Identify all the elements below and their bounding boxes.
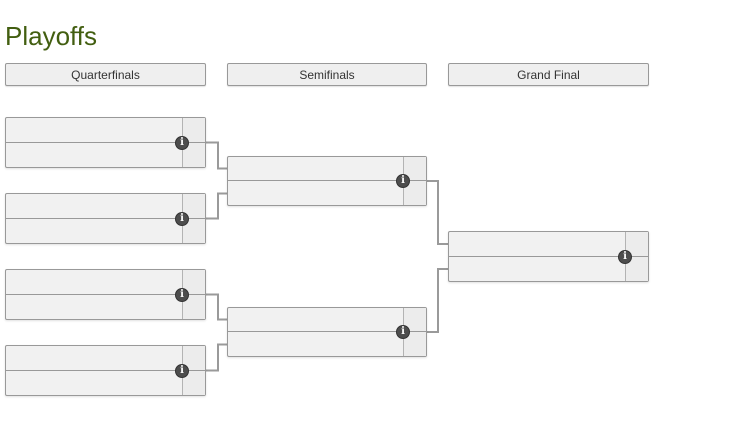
match-grand-final[interactable]: i	[448, 231, 649, 282]
team-name	[6, 295, 182, 320]
round-header-quarterfinals: Quarterfinals	[5, 63, 206, 86]
match-row-bottom	[449, 256, 648, 282]
team-name	[6, 346, 182, 370]
score-cell	[625, 232, 648, 256]
match-quarterfinal-2[interactable]: i	[5, 193, 206, 244]
match-quarterfinal-4[interactable]: i	[5, 345, 206, 396]
match-row-bottom	[6, 370, 205, 396]
score-cell	[182, 194, 205, 218]
match-row-top	[6, 270, 205, 295]
info-icon[interactable]: i	[175, 211, 189, 226]
team-name	[6, 270, 182, 294]
match-row-bottom	[6, 294, 205, 320]
page-title: Playoffs	[5, 21, 98, 51]
score-cell	[625, 256, 648, 281]
match-row-top	[449, 232, 648, 257]
team-name	[6, 143, 182, 168]
info-icon[interactable]: i	[396, 325, 410, 339]
match-row-bottom	[6, 142, 205, 168]
team-name	[449, 257, 625, 282]
score-cell	[182, 118, 205, 142]
info-icon[interactable]: i	[396, 174, 410, 188]
score-cell	[403, 332, 426, 356]
match-row-bottom	[228, 332, 426, 356]
match-quarterfinal-1[interactable]: i	[5, 117, 206, 168]
info-icon[interactable]: i	[618, 249, 632, 264]
score-cell	[182, 370, 205, 395]
match-semifinal-1[interactable]: i	[227, 156, 427, 206]
match-row-top	[228, 157, 426, 181]
match-quarterfinal-3[interactable]: i	[5, 269, 206, 320]
info-icon[interactable]: i	[175, 363, 189, 378]
info-icon[interactable]: i	[175, 287, 189, 302]
match-row-bottom	[6, 218, 205, 244]
team-name	[6, 194, 182, 218]
team-name	[228, 332, 403, 356]
score-cell	[403, 157, 426, 180]
team-name	[6, 118, 182, 142]
score-cell	[182, 294, 205, 319]
match-row-top	[6, 346, 205, 371]
team-name	[228, 181, 403, 205]
match-row-bottom	[228, 181, 426, 205]
team-name	[449, 232, 625, 256]
info-icon[interactable]: i	[175, 135, 189, 150]
team-name	[6, 371, 182, 396]
round-header-semifinals: Semifinals	[227, 63, 427, 86]
score-cell	[182, 142, 205, 167]
team-name	[228, 308, 403, 331]
score-cell	[182, 346, 205, 370]
match-row-top	[6, 118, 205, 143]
score-cell	[403, 181, 426, 205]
score-cell	[182, 270, 205, 294]
match-row-top	[6, 194, 205, 219]
match-semifinal-2[interactable]: i	[227, 307, 427, 357]
match-row-top	[228, 308, 426, 332]
score-cell	[403, 308, 426, 331]
round-header-grand-final: Grand Final	[448, 63, 649, 86]
score-cell	[182, 218, 205, 243]
team-name	[6, 219, 182, 244]
team-name	[228, 157, 403, 180]
